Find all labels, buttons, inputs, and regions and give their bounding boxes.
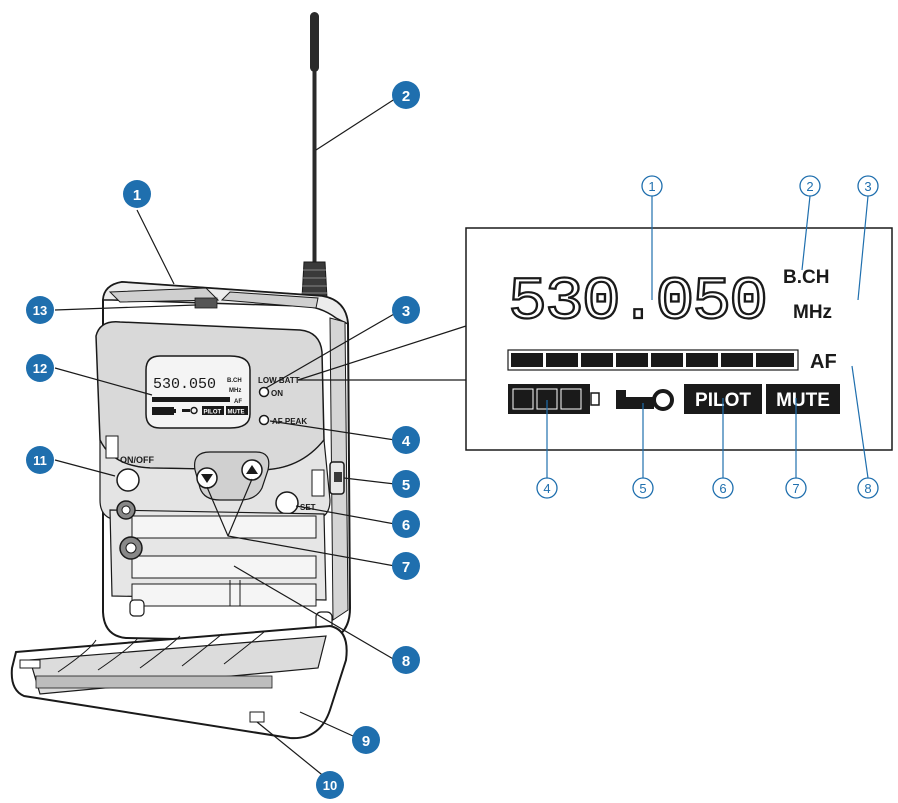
down-arrow-icon xyxy=(201,474,213,483)
af-label: AF xyxy=(810,351,837,373)
svg-text:4: 4 xyxy=(543,481,550,496)
callout-13: 13 xyxy=(26,296,54,324)
callout-6: 6 xyxy=(392,510,420,538)
svg-text:11: 11 xyxy=(33,453,47,468)
battery-icon xyxy=(508,384,600,414)
enlarged-display: 530.050 B.CH MHz AF xyxy=(465,227,893,451)
svg-text:6: 6 xyxy=(402,517,410,534)
svg-text:3: 3 xyxy=(402,303,410,320)
af-meter xyxy=(507,349,799,371)
svg-text:7: 7 xyxy=(792,481,799,496)
callout-8: 8 xyxy=(392,646,420,674)
display-callouts: 1 2 3 4 5 6 7 8 xyxy=(536,175,879,499)
af-peak-led xyxy=(258,414,270,426)
mini-lcd: 530.050 B.CH MHz AF PILOT MUTE xyxy=(145,355,251,429)
mute-label: MUTE xyxy=(776,390,830,411)
bodypack-transmitter: 530.050 B.CH MHz AF PILOT MUTE LOW BATT … xyxy=(10,12,352,740)
svg-text:8: 8 xyxy=(402,653,410,670)
frequency-readout: 530.050 xyxy=(508,269,766,337)
display-callout-1: 1 xyxy=(641,175,663,197)
mute-indicator xyxy=(766,384,840,414)
callout-2: 2 xyxy=(392,81,420,109)
on-off-button[interactable] xyxy=(116,468,140,492)
svg-text:9: 9 xyxy=(362,733,370,750)
callout-10: 10 xyxy=(316,771,344,799)
svg-text:2: 2 xyxy=(806,179,813,194)
svg-text:2: 2 xyxy=(402,88,410,105)
svg-text:5: 5 xyxy=(402,477,410,494)
svg-text:8: 8 xyxy=(864,481,871,496)
callout-7: 7 xyxy=(392,552,420,580)
display-callout-5: 5 xyxy=(632,477,654,499)
svg-text:4: 4 xyxy=(402,433,411,450)
mhz-label: MHz xyxy=(793,302,832,323)
display-callout-2: 2 xyxy=(799,175,821,197)
callout-5: 5 xyxy=(392,470,420,498)
svg-text:7: 7 xyxy=(402,559,410,576)
mini-pilot: PILOT xyxy=(204,410,222,416)
display-callout-4: 4 xyxy=(536,477,558,499)
display-callout-3: 3 xyxy=(857,175,879,197)
device-leader-lines xyxy=(54,94,402,779)
svg-text:1: 1 xyxy=(133,187,141,204)
svg-text:12: 12 xyxy=(33,361,47,376)
callout-12: 12 xyxy=(26,354,54,382)
callout-11: 11 xyxy=(26,446,54,474)
up-arrow-icon xyxy=(246,465,258,474)
mini-battery xyxy=(152,407,174,415)
mini-af: AF xyxy=(234,399,242,405)
callout-3: 3 xyxy=(392,296,420,324)
low-batt-led xyxy=(258,386,270,398)
zoom-connectors xyxy=(297,325,467,381)
display-callout-7: 7 xyxy=(785,477,807,499)
bch-label: B.CH xyxy=(783,267,829,288)
svg-text:13: 13 xyxy=(33,303,47,318)
display-callout-8: 8 xyxy=(857,477,879,499)
svg-text:3: 3 xyxy=(864,179,871,194)
callout-1: 1 xyxy=(123,180,151,208)
af-peak-label: AF PEAK xyxy=(272,417,307,426)
svg-text:1: 1 xyxy=(648,179,655,194)
mini-mhz: MHz xyxy=(229,388,241,394)
svg-text:5: 5 xyxy=(639,481,646,496)
device-callouts: 1 2 3 4 5 6 7 8 xyxy=(26,81,420,799)
on-off-label: ON/OFF xyxy=(120,455,154,465)
svg-text:6: 6 xyxy=(719,481,726,496)
mini-bch: B.CH xyxy=(227,378,242,384)
antenna xyxy=(301,12,328,299)
display-callout-6: 6 xyxy=(712,477,734,499)
display-frame xyxy=(465,227,893,451)
display-leader-lines xyxy=(546,195,869,479)
set-button[interactable] xyxy=(275,491,299,515)
set-label: SET xyxy=(300,503,316,512)
svg-text:10: 10 xyxy=(323,778,337,793)
mini-frequency: 530.050 xyxy=(153,376,216,393)
on-label: ON xyxy=(271,389,283,398)
callout-4: 4 xyxy=(392,426,420,454)
callout-9: 9 xyxy=(352,726,380,754)
key-lock-icon xyxy=(616,389,674,411)
mini-mute: MUTE xyxy=(228,410,245,416)
